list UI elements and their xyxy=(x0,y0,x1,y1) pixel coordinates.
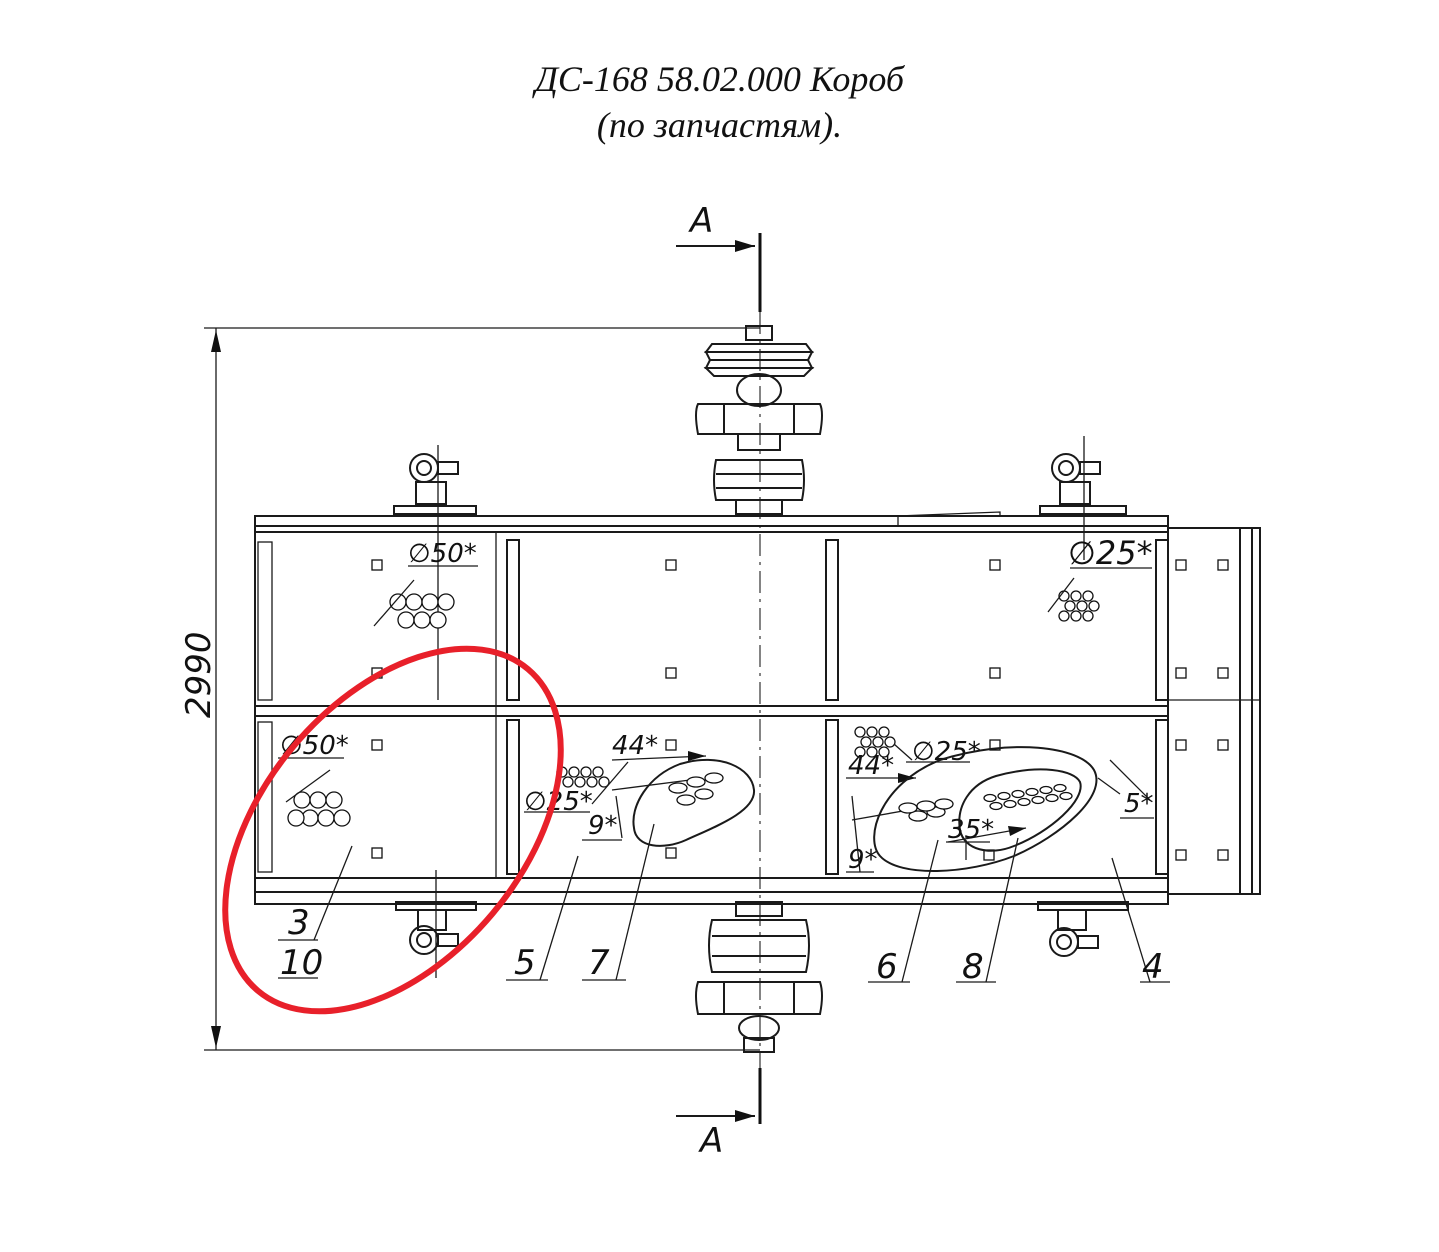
part-number-10: 10 xyxy=(280,943,323,983)
callout-d50-top: ∅50* xyxy=(408,539,477,569)
callout-44-right: 44* xyxy=(848,751,894,781)
hole-pattern-d50-bottom: ∅50* xyxy=(278,731,351,827)
callout-5-group: 5* xyxy=(1097,759,1154,819)
hole-pattern-d25-right: ∅25* 44* 9* xyxy=(846,726,981,875)
spring-unit-bottom-right xyxy=(1037,901,1129,957)
part-number-6: 6 xyxy=(876,947,898,987)
part-leaders xyxy=(278,823,1170,983)
drawing-title: ДС-168 58.02.000 Короб xyxy=(534,59,905,99)
part-number-4: 4 xyxy=(1142,947,1164,987)
callout-d25-top: ∅25* xyxy=(1068,534,1153,572)
callout-44-mid: 44* xyxy=(612,731,658,761)
part-8-plate: 35* xyxy=(946,768,1082,860)
spring-unit-top-left xyxy=(393,445,477,700)
section-line-bottom: A xyxy=(676,1068,762,1161)
drawing-subtitle: (по запчастям). xyxy=(596,105,843,145)
hole-pattern-d50-top: ∅50* xyxy=(373,539,478,629)
callout-5: 5* xyxy=(1124,789,1154,819)
highlight-ellipse xyxy=(222,645,564,1015)
part-numbers: 3 10 5 7 6 8 4 xyxy=(280,903,1164,987)
spring-unit-top-right xyxy=(1039,436,1127,560)
drive-pulley xyxy=(695,325,823,515)
section-label-bottom: A xyxy=(698,1121,723,1161)
box-tail xyxy=(1167,527,1261,895)
callout-9-right: 9* xyxy=(848,845,878,875)
dimension-2990: 2990 xyxy=(179,327,760,1051)
callout-9-mid: 9* xyxy=(588,811,618,841)
part-number-7: 7 xyxy=(588,943,610,983)
drive-unit-bottom xyxy=(695,901,823,1053)
part-number-5: 5 xyxy=(514,943,536,983)
part-number-3: 3 xyxy=(288,903,310,943)
bolt-holes xyxy=(371,559,1229,861)
hole-pattern-d25-top: ∅25* xyxy=(1047,534,1153,622)
box-body xyxy=(254,511,1169,905)
section-label-top: A xyxy=(688,201,713,241)
dimension-value: 2990 xyxy=(179,631,219,718)
part-number-8: 8 xyxy=(962,947,984,987)
section-line-top: A xyxy=(676,201,762,312)
part-7-plate xyxy=(632,758,756,847)
callout-35: 35* xyxy=(948,815,994,845)
hole-pattern-d25-mid: ∅25* 44* 9* xyxy=(524,731,707,841)
